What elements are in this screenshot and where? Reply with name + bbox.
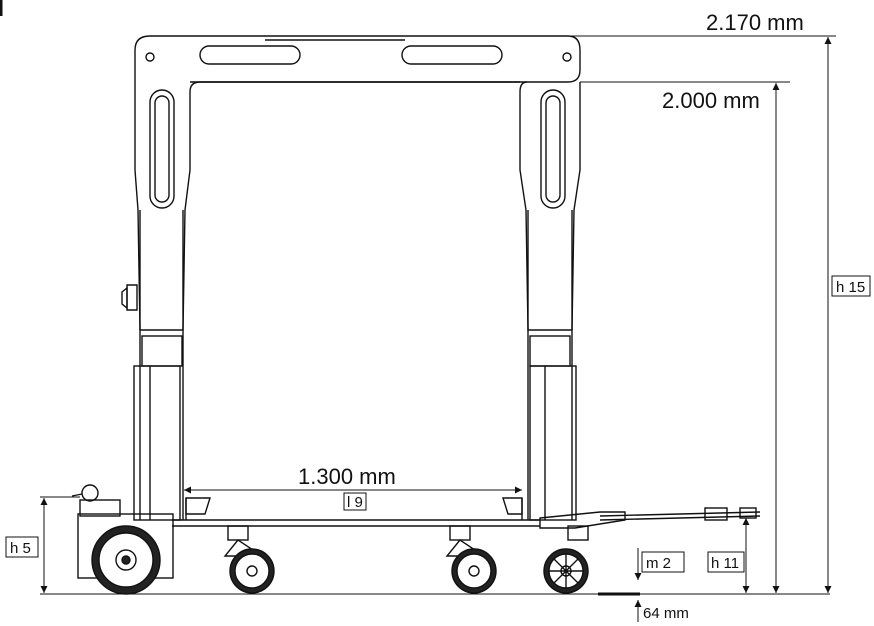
m2-label: m 2 [646,555,671,572]
clearance-label: 64 mm [643,605,689,622]
total-height-label: 2.170 mm [706,10,804,35]
width-label: 1.300 mm [298,464,396,489]
l9-label: l 9 [347,494,363,511]
l9-box [343,492,367,511]
m2-box [641,551,685,573]
h11-box [707,551,745,573]
h11-label: h 11 [711,555,739,572]
h15-label: h 15 [836,279,865,296]
wheels [91,525,589,595]
h5-label: h 5 [10,540,31,557]
h15-box [831,275,871,297]
gantry-frame [71,35,761,579]
frame-height-label: 2.000 mm [662,88,760,113]
h5-box [5,536,39,558]
